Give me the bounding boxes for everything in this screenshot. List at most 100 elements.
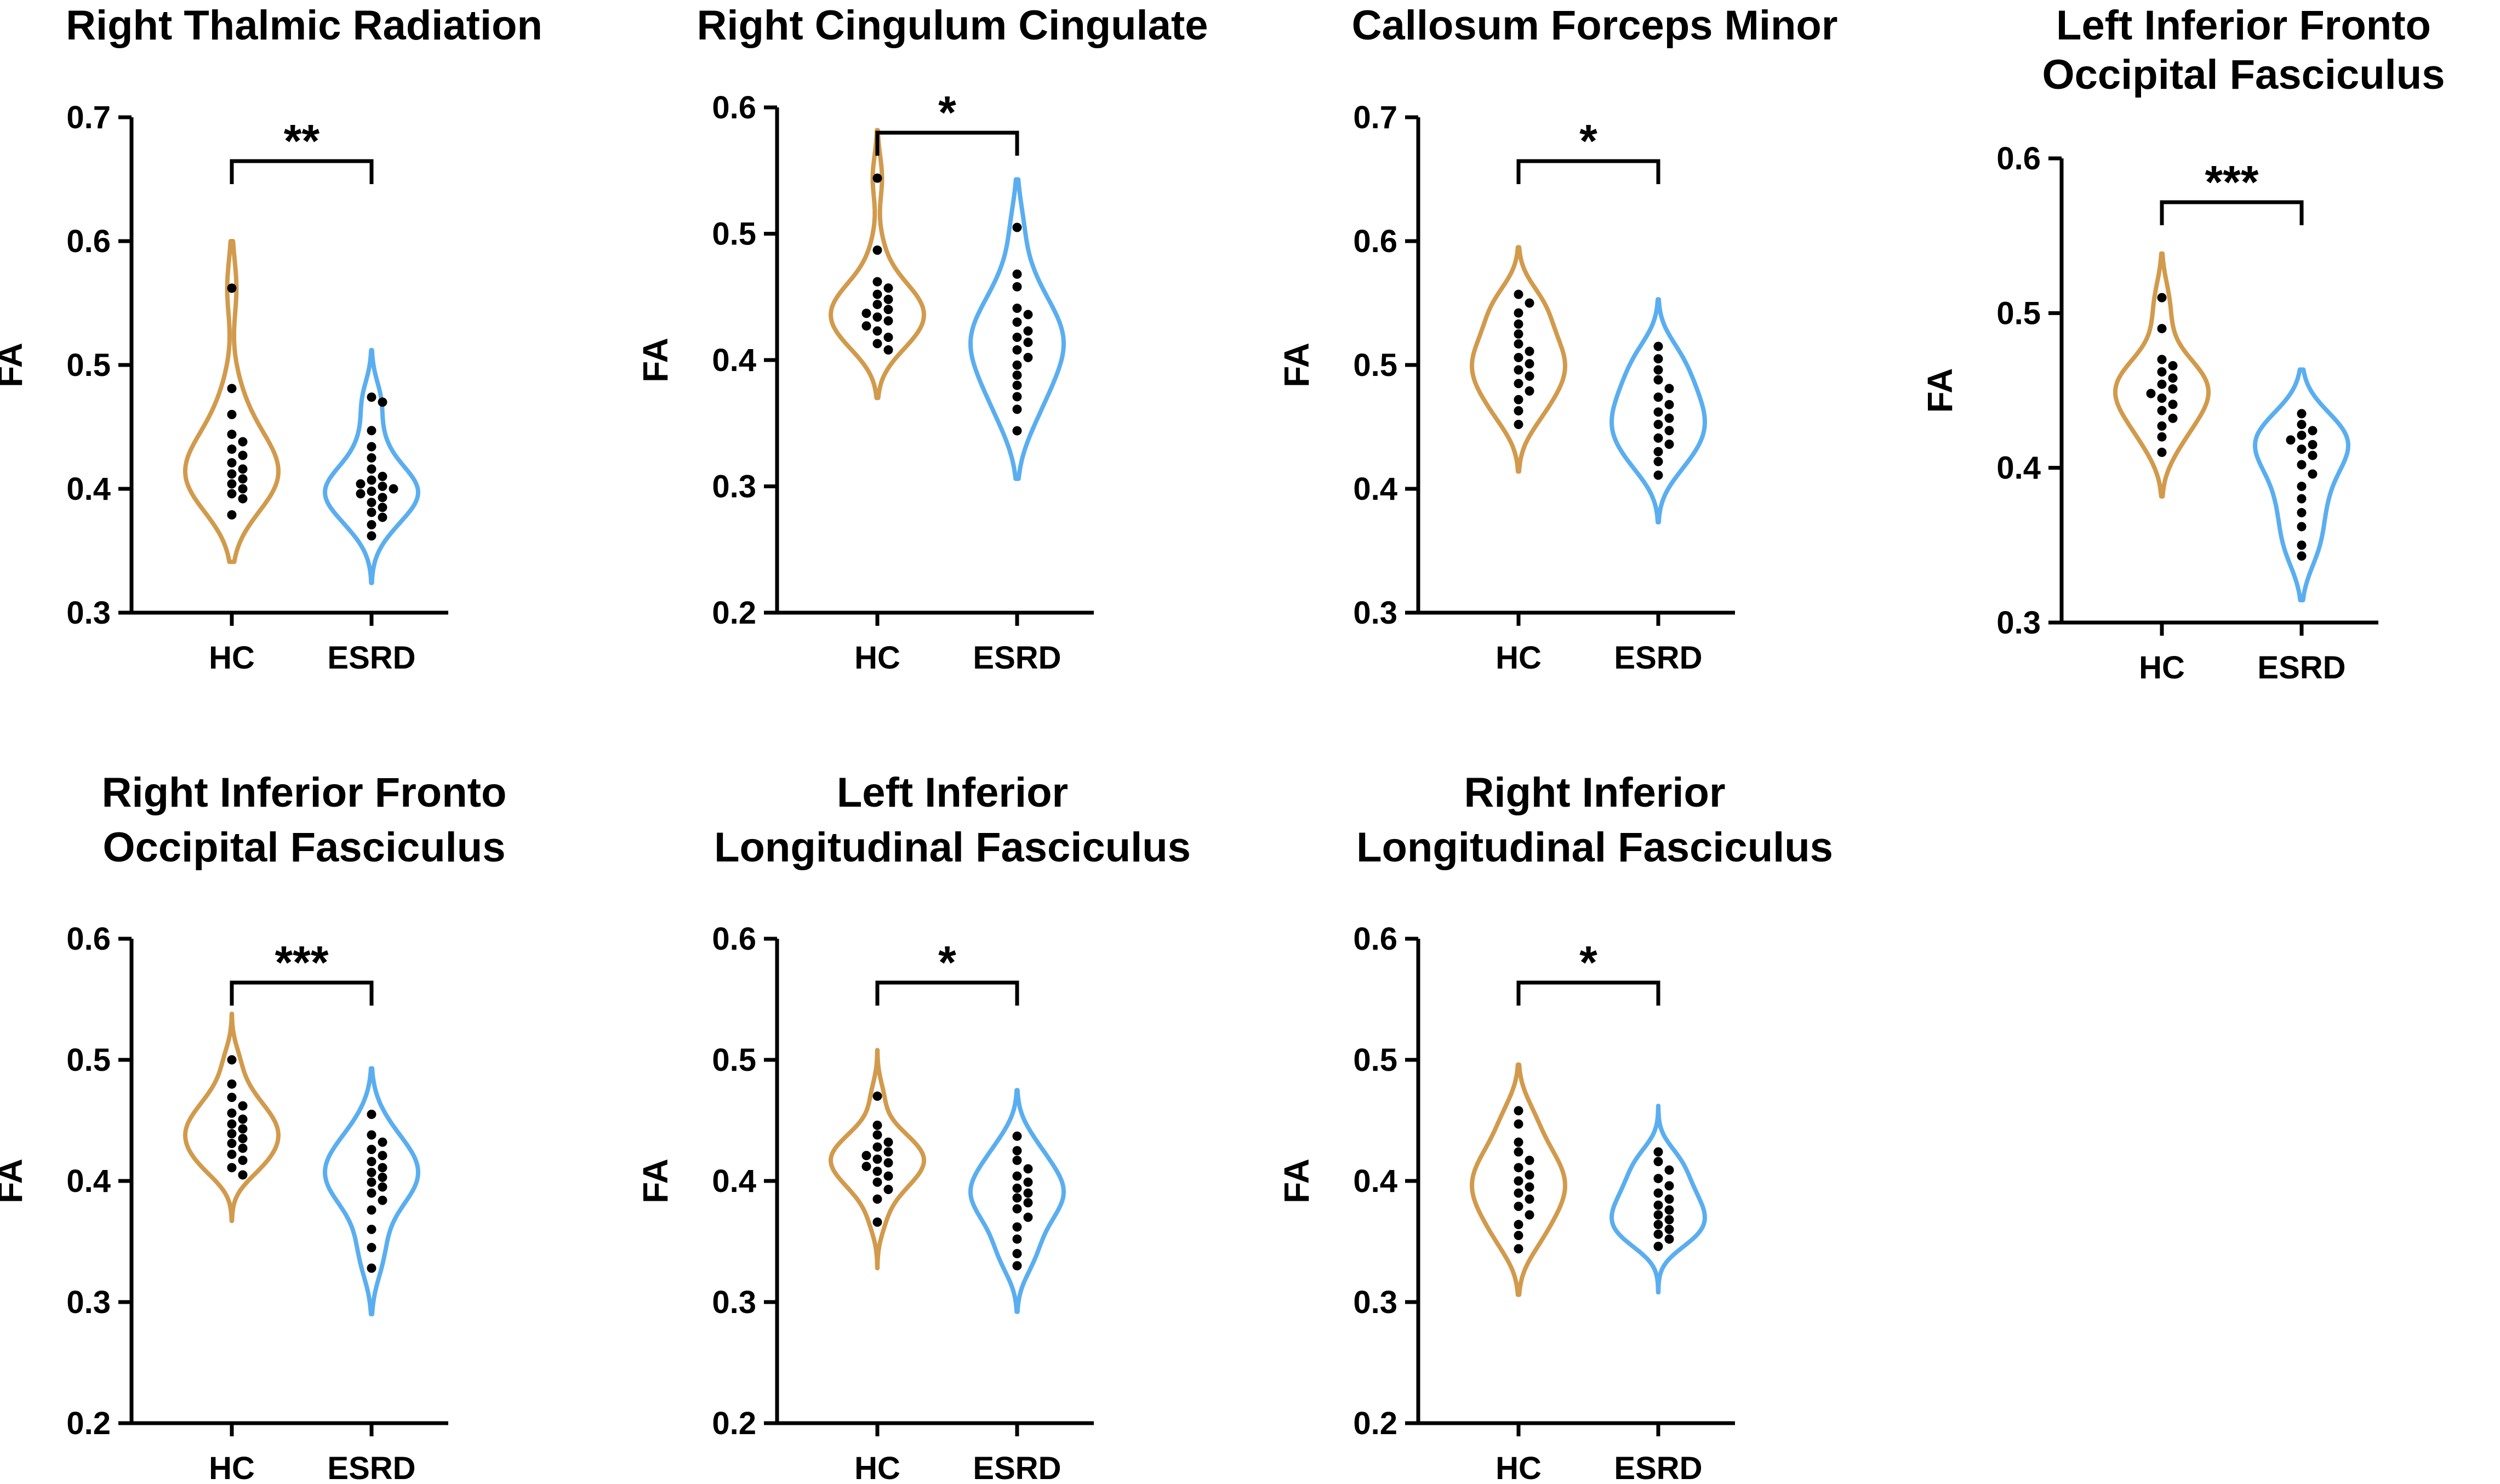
y-axis-label: FA (0, 1158, 30, 1203)
violin-outline (968, 1088, 1066, 1314)
y-tick-label: 0.7 (66, 100, 111, 135)
data-point (1012, 1146, 1022, 1156)
data-point (872, 300, 882, 310)
data-point (872, 312, 882, 322)
data-point (2308, 426, 2318, 436)
data-point (238, 1170, 248, 1180)
y-tick-label: 0.3 (712, 469, 756, 505)
significance-bracket (1516, 980, 1660, 1006)
data-point (1012, 1155, 1022, 1165)
significance-bracket (875, 130, 1019, 156)
data-point (1023, 338, 1033, 347)
data-point (872, 173, 882, 183)
significance-bracket (2160, 200, 2304, 225)
y-tick-label: 0.5 (1353, 347, 1397, 383)
data-point (872, 1091, 882, 1101)
data-point (2157, 379, 2167, 389)
data-point (378, 397, 387, 407)
significance-label: ** (284, 115, 320, 167)
significance-bracket (230, 980, 374, 1006)
data-point (1514, 339, 1523, 349)
data-point (1653, 447, 1663, 456)
violin-outline (829, 1048, 926, 1271)
data-point (1012, 392, 1022, 402)
data-point (238, 494, 248, 504)
data-point (227, 458, 237, 468)
data-point (2157, 406, 2167, 415)
data-point (872, 1130, 882, 1140)
data-point (1012, 317, 1022, 327)
panel-title: Left Inferior Fronto (2056, 2, 2431, 49)
y-tick-label: 0.5 (712, 216, 756, 252)
data-point (872, 1142, 882, 1152)
data-point (2297, 430, 2307, 440)
data-point (1514, 406, 1523, 416)
data-point (2157, 421, 2167, 431)
data-point (238, 1134, 248, 1144)
data-point (238, 450, 248, 460)
data-point (1664, 1215, 1674, 1225)
data-point (238, 464, 248, 474)
y-tick-label: 0.6 (66, 224, 111, 259)
data-point (1023, 310, 1033, 319)
data-point (356, 479, 366, 489)
data-point (1514, 1137, 1523, 1147)
data-point (2168, 373, 2178, 383)
data-point (1023, 1164, 1033, 1174)
data-point (1664, 1234, 1674, 1244)
data-point (2146, 389, 2156, 398)
data-point (2297, 551, 2307, 561)
y-tick-label: 0.3 (66, 595, 111, 631)
data-point (227, 1108, 237, 1118)
significance-bracket (1516, 159, 1660, 184)
x-tick-label: HC (1496, 640, 1542, 676)
significance-label: *** (275, 937, 328, 988)
data-point (872, 1194, 882, 1204)
data-point (1664, 1194, 1674, 1204)
panel-title: Right Inferior (1464, 769, 1725, 816)
data-point (883, 1158, 893, 1168)
data-point (1653, 419, 1663, 429)
data-point (227, 409, 237, 419)
data-point (378, 493, 387, 503)
data-point (367, 487, 376, 496)
y-tick-label: 0.2 (712, 1406, 756, 1441)
data-point (1525, 386, 1534, 396)
data-point (1653, 1210, 1663, 1220)
x-tick-label: HC (209, 1451, 255, 1484)
violin-outline (1609, 1104, 1707, 1295)
y-axis-label: FA (636, 338, 675, 383)
significance-label: *** (2205, 156, 2258, 208)
data-point (1012, 426, 1022, 436)
data-point (1012, 1249, 1022, 1259)
y-tick-label: 0.3 (1353, 1285, 1397, 1320)
violin-outline (1609, 297, 1707, 524)
data-point (2168, 361, 2178, 370)
data-point (378, 1195, 387, 1205)
data-point (238, 1155, 248, 1165)
data-point (1664, 1205, 1674, 1215)
data-point (872, 326, 882, 336)
data-point (1653, 1200, 1663, 1210)
y-tick-label: 0.7 (1353, 100, 1397, 135)
data-point (367, 1188, 376, 1198)
data-point (227, 384, 237, 393)
data-point (378, 1163, 387, 1173)
data-point (1023, 326, 1033, 336)
y-tick-label: 0.3 (1353, 595, 1397, 631)
data-point (238, 437, 248, 447)
data-point (872, 1177, 882, 1187)
data-point (367, 1157, 376, 1167)
data-point (367, 1168, 376, 1178)
data-point (2308, 450, 2318, 460)
data-point (1012, 333, 1022, 343)
data-point (1012, 345, 1022, 355)
data-point (367, 442, 376, 452)
data-point (227, 1093, 237, 1103)
data-point (2168, 384, 2178, 394)
data-point (1514, 1119, 1523, 1129)
data-point (1012, 222, 1022, 232)
x-tick-label: ESRD (973, 640, 1061, 676)
data-point (238, 1101, 248, 1111)
